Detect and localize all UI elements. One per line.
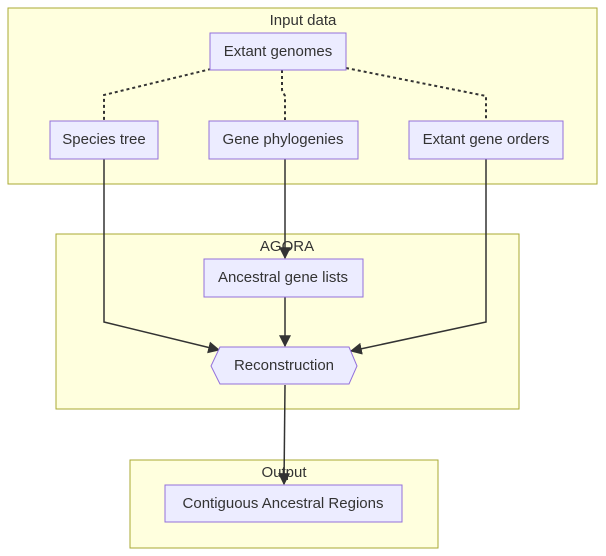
node-contiguous-ancestral-regions[interactable]: Contiguous Ancestral Regions [164, 484, 403, 523]
edge-reconstruction-to-output [278, 384, 291, 486]
edge-genomes-to-gene-orders [345, 67, 487, 120]
group-agora-label: AGORA [260, 238, 314, 255]
node-extant-gene-orders-label: Extant gene orders [423, 131, 550, 148]
node-extant-genomes[interactable]: Extant genomes [209, 32, 347, 71]
edge-genomes-to-gene-phylogenies [281, 70, 286, 120]
node-gene-phylogenies-label: Gene phylogenies [223, 131, 344, 148]
node-extant-gene-orders[interactable]: Extant gene orders [408, 120, 564, 160]
node-species-tree[interactable]: Species tree [49, 120, 159, 160]
edges [103, 67, 487, 486]
node-gene-phylogenies[interactable]: Gene phylogenies [208, 120, 359, 160]
edge-species-tree-to-reconstruction [103, 159, 221, 354]
node-contiguous-ancestral-regions-label: Contiguous Ancestral Regions [183, 495, 384, 512]
group-input-data-label: Input data [270, 12, 337, 29]
node-reconstruction-label: Reconstruction [234, 357, 334, 374]
edge-gene-orders-to-reconstruction [349, 159, 487, 355]
edge-genomes-to-species-tree [103, 68, 212, 120]
node-extant-genomes-label: Extant genomes [224, 43, 332, 60]
node-ancestral-gene-lists[interactable]: Ancestral gene lists [203, 258, 364, 298]
node-reconstruction[interactable]: Reconstruction [210, 346, 358, 385]
node-species-tree-label: Species tree [62, 131, 145, 148]
node-ancestral-gene-lists-label: Ancestral gene lists [218, 269, 348, 286]
